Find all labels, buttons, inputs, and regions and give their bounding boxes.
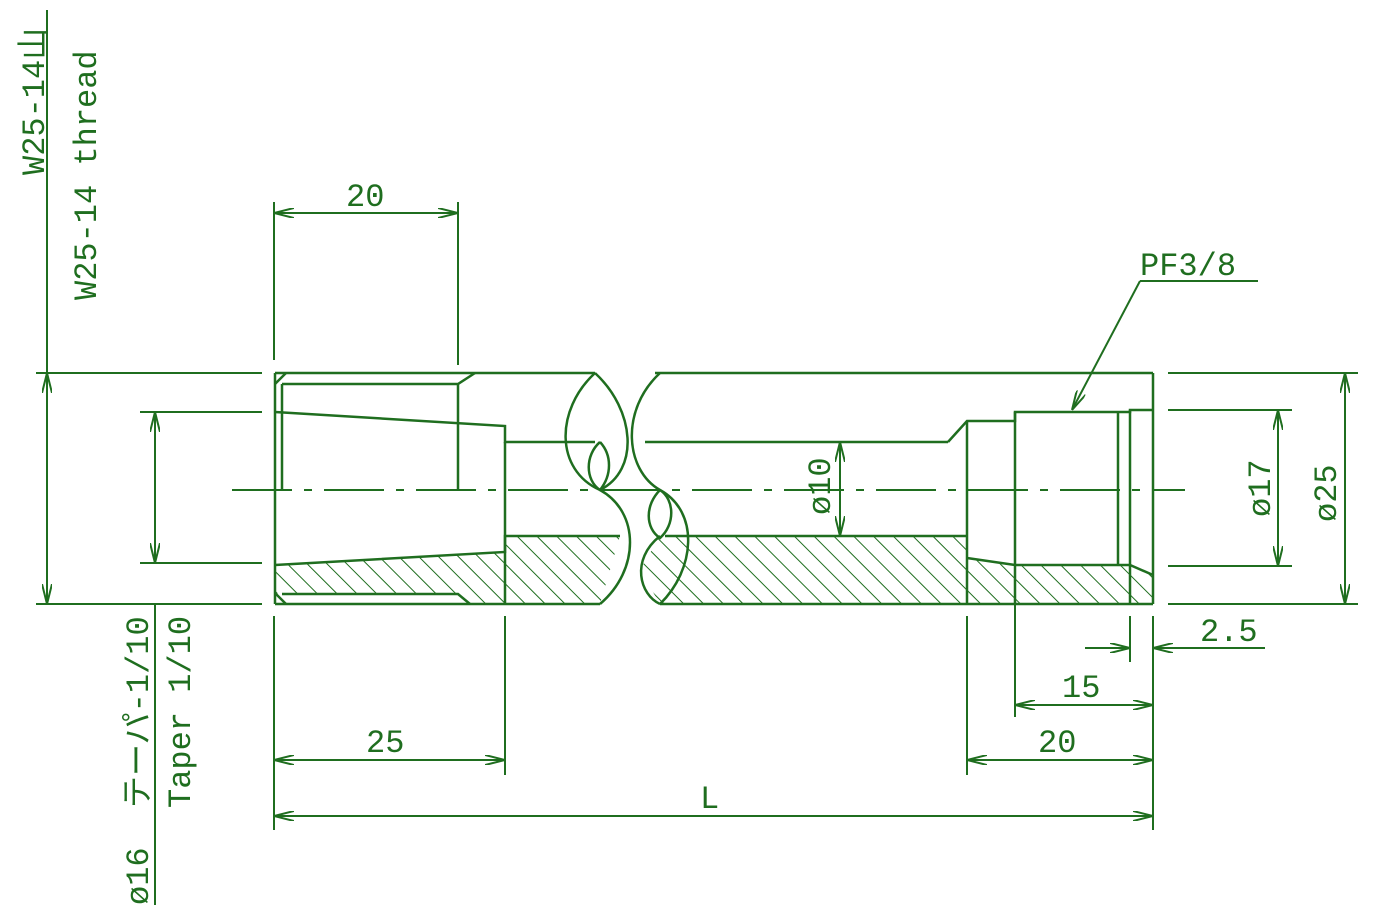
top-left-label-jp: W25-14山 [17, 28, 54, 175]
dim-right-length: 20 [1038, 725, 1076, 762]
dim-port-diameter: ø17 [1243, 459, 1280, 517]
dim-port-depth: 15 [1062, 670, 1100, 707]
bottom-left-label-taper-en: Taper 1/10 [163, 616, 200, 808]
bottom-left-label-diameter: ø16 [121, 847, 158, 905]
dim-chamfer: 2.5 [1200, 614, 1258, 651]
port-label: PF3/8 [1140, 248, 1236, 285]
dim-outer-diameter: ø25 [1309, 464, 1346, 522]
section-hatching [275, 536, 1153, 604]
top-left-label-en: W25-14 thread [69, 50, 106, 300]
dim-overall-length: L [700, 781, 719, 818]
extension-lines [36, 10, 1358, 905]
dim-bore-diameter: ø10 [803, 457, 840, 515]
bottom-left-label-taper-jp: テーパ-1/10 [121, 616, 158, 808]
text-labels: W25-14山 W25-14 thread ø16 テーパ-1/10 Taper… [17, 28, 1346, 905]
dim-left-taper-length: 25 [366, 725, 404, 762]
dim-left-thread-length: 20 [346, 179, 384, 216]
dimension-lines [47, 213, 1345, 816]
